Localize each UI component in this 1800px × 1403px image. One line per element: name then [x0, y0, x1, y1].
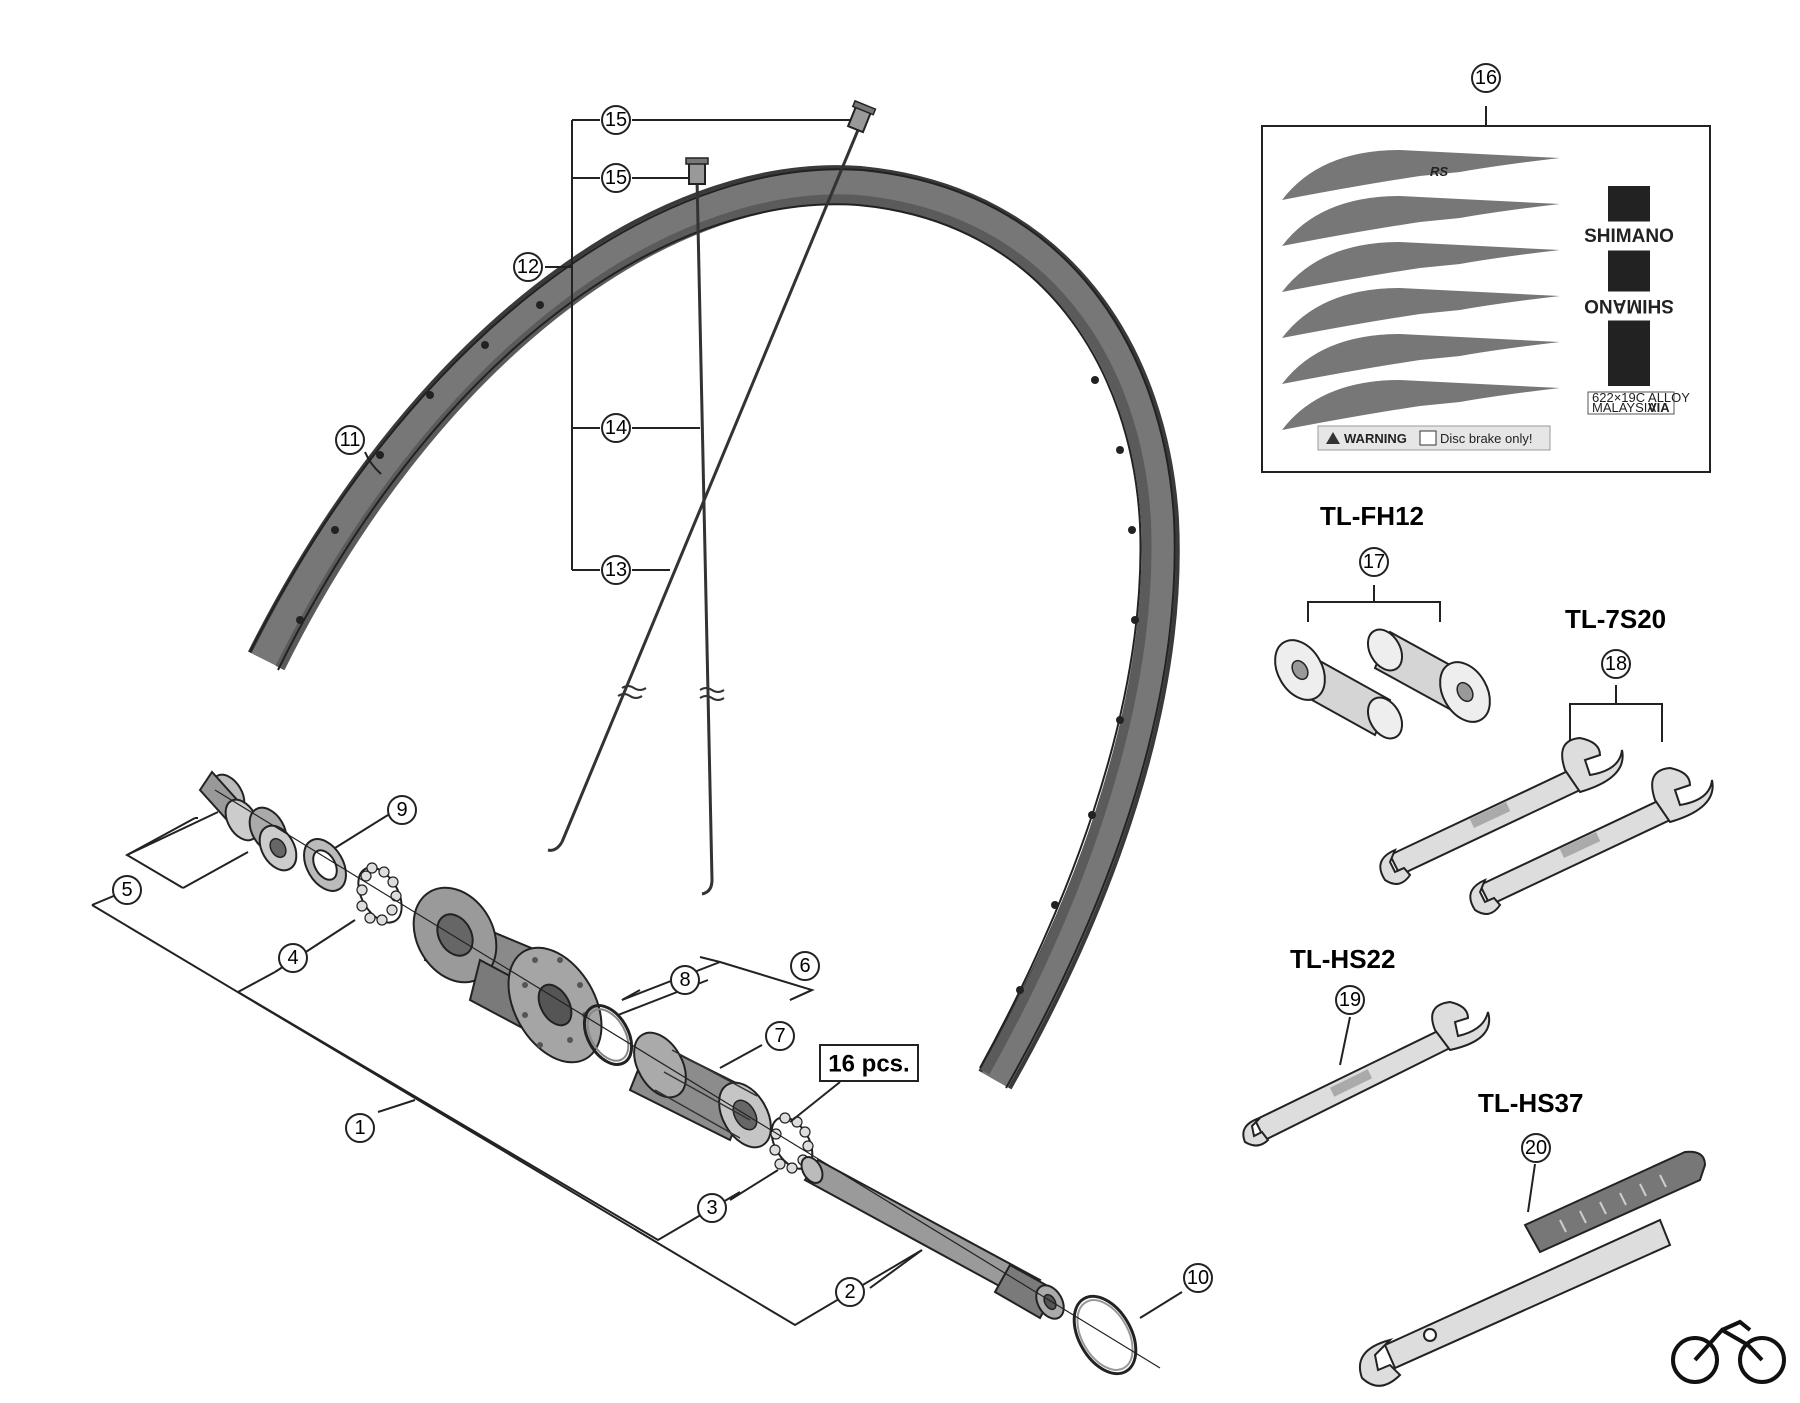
svg-text:20: 20 [1525, 1137, 1547, 1159]
svg-text:622×19C ALLOY: 622×19C ALLOY [1592, 390, 1690, 405]
svg-text:16: 16 [1475, 67, 1497, 89]
svg-text:7: 7 [774, 1025, 785, 1047]
callout-15-lower: 15 [601, 163, 631, 193]
svg-text:1: 1 [354, 1117, 365, 1139]
svg-text:RS: RS [1430, 164, 1448, 179]
hub-axle [800, 1156, 1065, 1320]
callout-13: 13 [601, 555, 631, 585]
svg-text:11: 11 [340, 429, 361, 451]
callout-12: 12 [513, 252, 543, 282]
seal-ring [303, 838, 347, 892]
svg-text:TL-7S20: TL-7S20 [1565, 604, 1666, 634]
quantity-note: 16 pcs. [819, 1044, 919, 1082]
spoke-straight [695, 177, 725, 896]
svg-text:12: 12 [517, 256, 539, 278]
callout-7: 7 [765, 1021, 795, 1051]
svg-text:18: 18 [1605, 653, 1627, 675]
tool-tl-hs22: TL-HS22 [1242, 944, 1491, 1147]
tool-tl-hs37: TL-HS37 [1359, 1088, 1707, 1387]
svg-text:19: 19 [1339, 989, 1361, 1011]
callout-6: 6 [790, 951, 820, 981]
decal-sheet: RS SHIMANO SHIMANO 622×19C ALLOY MALAYSI… [1261, 106, 1711, 473]
hub-wrench-hs37 [1359, 1150, 1707, 1387]
svg-text:Disc brake only!: Disc brake only! [1440, 431, 1532, 446]
callout-8: 8 [670, 965, 700, 995]
svg-text:2: 2 [844, 1281, 855, 1303]
svg-text:15: 15 [605, 109, 627, 131]
svg-text:MALAYSIA: MALAYSIA [1592, 400, 1656, 415]
callout-4: 4 [278, 943, 308, 973]
callout-5: 5 [112, 875, 142, 905]
svg-text:VIA: VIA [1648, 400, 1670, 415]
shimano-decal-strip [1608, 186, 1650, 386]
end-cap-left [198, 770, 260, 842]
callout-9: 9 [387, 795, 417, 825]
freehub-tool-right [1366, 628, 1491, 723]
svg-text:15: 15 [605, 167, 627, 189]
callout-11: 11 [335, 425, 365, 455]
svg-text:14: 14 [605, 417, 627, 439]
callout-1: 1 [345, 1113, 375, 1143]
callout-bubbles: 1 2 3 4 5 6 7 8 9 10 11 12 13 14 15 15 1… [112, 63, 1631, 1307]
hub-wrench-hs22 [1242, 1000, 1491, 1147]
rs-decals [1282, 150, 1560, 430]
svg-text:4: 4 [287, 947, 298, 969]
svg-text:TL-HS22: TL-HS22 [1290, 944, 1395, 974]
callout-20: 20 [1521, 1133, 1551, 1163]
svg-text:WARNING: WARNING [1344, 431, 1407, 446]
spoke-angled [547, 129, 860, 852]
rim-spec-label: 622×19C ALLOY MALAYSIA VIA [1587, 390, 1690, 415]
hub-body [412, 886, 603, 1064]
shimano-brand-text: SHIMANO [1584, 226, 1674, 247]
hub-leader-lines [91, 451, 1183, 1327]
o-ring [582, 1004, 634, 1066]
ball-bearings-left [356, 862, 403, 926]
callout-16: 16 [1471, 63, 1501, 93]
rs-logo-text: RS [1430, 164, 1448, 179]
callout-14: 14 [601, 413, 631, 443]
nipple-angled [846, 99, 877, 134]
svg-text:6: 6 [799, 955, 810, 977]
freehub-tool-left [1274, 639, 1404, 740]
assembly-axis-line [214, 789, 1161, 1369]
callout-10: 10 [1183, 1263, 1213, 1293]
svg-text:5: 5 [121, 879, 132, 901]
freehub-body [628, 1031, 772, 1149]
warning-label: WARNING Disc brake only! [1317, 425, 1551, 451]
cone-wrench-a [1379, 736, 1624, 885]
callout-2: 2 [835, 1277, 865, 1307]
tool-tl-7s20: TL-7S20 [1379, 604, 1714, 915]
callout-19: 19 [1335, 985, 1365, 1015]
shimano-brand-text-mirrored: SHIMANO [1584, 295, 1674, 316]
callout-17: 17 [1359, 547, 1389, 577]
callout-15-top: 15 [601, 105, 631, 135]
ball-bearings-right [769, 1112, 814, 1174]
svg-text:TL-HS37: TL-HS37 [1478, 1088, 1583, 1118]
tool-tl-fh12: TL-FH12 [1274, 501, 1491, 740]
axle-o-ring [1072, 1294, 1138, 1376]
end-cap-inner [248, 806, 298, 872]
bicycle-logo-icon [1671, 1319, 1786, 1384]
svg-text:9: 9 [396, 799, 407, 821]
callout-3: 3 [697, 1193, 727, 1223]
cone-wrench-b [1469, 766, 1714, 915]
svg-text:10: 10 [1187, 1267, 1209, 1289]
bracket-12 [545, 119, 850, 571]
nipple-straight [685, 157, 709, 185]
rim [248, 165, 1180, 1090]
svg-text:TL-FH12: TL-FH12 [1320, 501, 1424, 531]
callout-18: 18 [1601, 649, 1631, 679]
svg-text:16 pcs.: 16 pcs. [828, 1051, 909, 1078]
svg-text:17: 17 [1363, 551, 1385, 573]
svg-text:3: 3 [706, 1197, 717, 1219]
svg-text:8: 8 [679, 969, 690, 991]
svg-text:13: 13 [605, 559, 627, 581]
